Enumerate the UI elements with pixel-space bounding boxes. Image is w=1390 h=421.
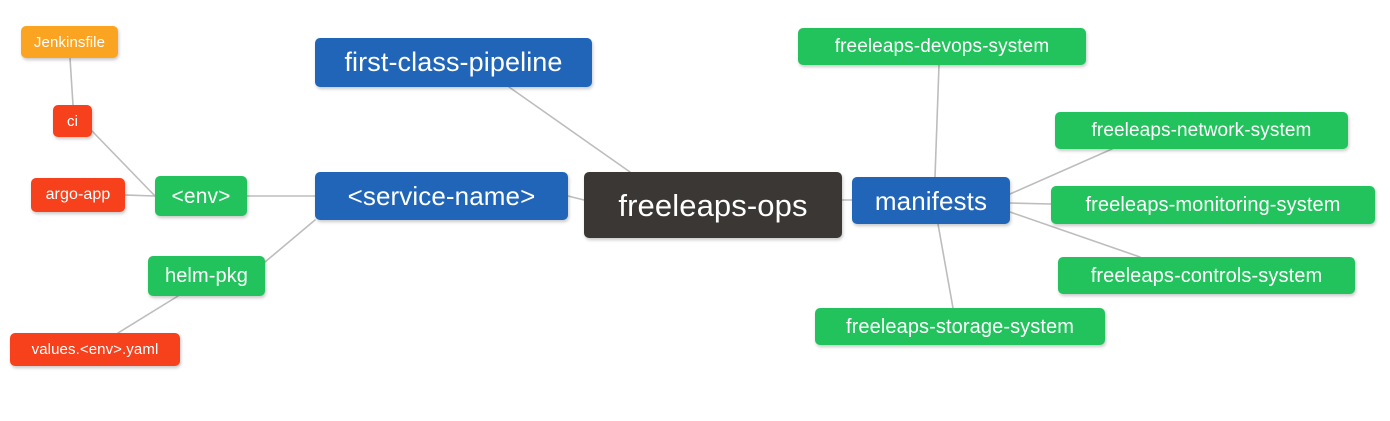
node-freeleaps-controls-system[interactable]: freeleaps-controls-system bbox=[1058, 257, 1355, 294]
edge-manifests-to-freeleaps-monitoring-system bbox=[1009, 202, 1052, 205]
edge-manifests-to-freeleaps-devops-system bbox=[934, 64, 940, 178]
edge-first-class-pipeline-to-freeleaps-ops bbox=[508, 86, 631, 173]
edge-service-name-to-helm-pkg bbox=[264, 219, 316, 263]
node-label-jenkinsfile: Jenkinsfile bbox=[33, 33, 106, 51]
node-jenkinsfile[interactable]: Jenkinsfile bbox=[21, 26, 118, 58]
node-ci[interactable]: ci bbox=[53, 105, 92, 137]
node-label-env: <env> bbox=[171, 184, 231, 208]
node-values-env-yaml[interactable]: values.<env>.yaml bbox=[10, 333, 180, 366]
edge-manifests-to-freeleaps-storage-system bbox=[937, 223, 954, 309]
node-label-argo-app: argo-app bbox=[45, 186, 111, 203]
node-label-freeleaps-ops: freeleaps-ops bbox=[618, 187, 808, 223]
node-label-freeleaps-devops-system: freeleaps-devops-system bbox=[834, 36, 1050, 57]
node-manifests[interactable]: manifests bbox=[852, 177, 1010, 224]
edge-service-name-to-freeleaps-ops bbox=[567, 195, 585, 201]
edge-argo-app-to-env bbox=[124, 194, 156, 197]
node-label-values-env-yaml: values.<env>.yaml bbox=[31, 341, 159, 358]
node-freeleaps-storage-system[interactable]: freeleaps-storage-system bbox=[815, 308, 1105, 345]
node-first-class-pipeline[interactable]: first-class-pipeline bbox=[315, 38, 592, 87]
node-service-name[interactable]: <service-name> bbox=[315, 172, 568, 220]
node-label-ci: ci bbox=[66, 112, 79, 130]
node-label-freeleaps-storage-system: freeleaps-storage-system bbox=[845, 315, 1075, 338]
edge-helm-pkg-to-values-env-yaml bbox=[117, 295, 179, 334]
node-label-manifests: manifests bbox=[874, 185, 988, 216]
node-helm-pkg[interactable]: helm-pkg bbox=[148, 256, 265, 296]
node-env[interactable]: <env> bbox=[155, 176, 247, 216]
node-freeleaps-ops[interactable]: freeleaps-ops bbox=[584, 172, 842, 238]
node-label-service-name: <service-name> bbox=[347, 181, 536, 211]
node-label-freeleaps-monitoring-system: freeleaps-monitoring-system bbox=[1085, 194, 1341, 216]
edge-jenkinsfile-to-ci bbox=[69, 57, 74, 106]
node-label-first-class-pipeline: first-class-pipeline bbox=[344, 47, 563, 77]
node-freeleaps-monitoring-system[interactable]: freeleaps-monitoring-system bbox=[1051, 186, 1375, 224]
node-freeleaps-network-system[interactable]: freeleaps-network-system bbox=[1055, 112, 1348, 149]
node-label-freeleaps-controls-system: freeleaps-controls-system bbox=[1090, 264, 1323, 287]
node-label-helm-pkg: helm-pkg bbox=[164, 265, 249, 287]
node-argo-app[interactable]: argo-app bbox=[31, 178, 125, 212]
node-label-freeleaps-network-system: freeleaps-network-system bbox=[1091, 120, 1312, 141]
node-freeleaps-devops-system[interactable]: freeleaps-devops-system bbox=[798, 28, 1086, 65]
